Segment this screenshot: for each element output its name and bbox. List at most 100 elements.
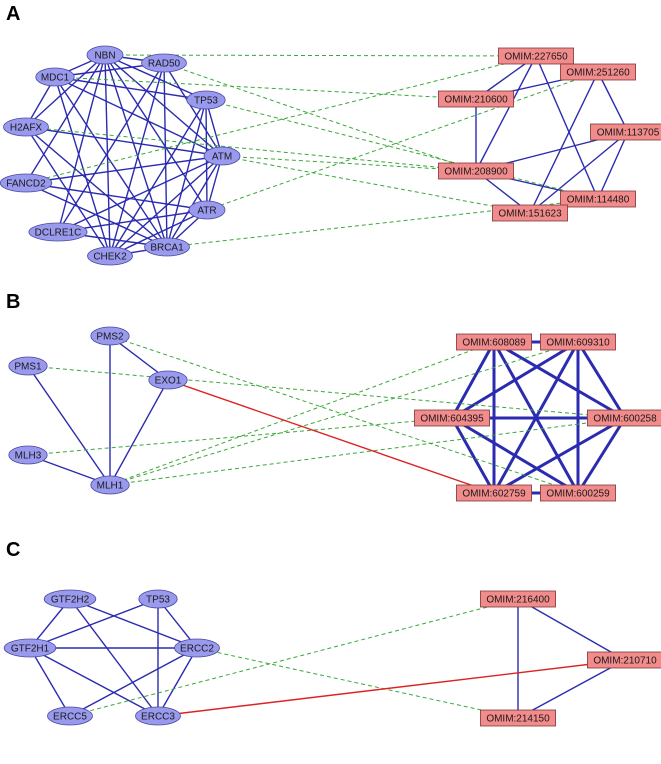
disease-node-omim-216400[interactable]: OMIM:216400 [480,590,556,608]
disease-node-omim-208900[interactable]: OMIM:208900 [438,162,514,180]
panel-labels: ABC [6,3,20,561]
gene-edge [25,126,223,157]
disease-node-label: OMIM:114480 [567,195,630,206]
gene-node-atm[interactable]: ATM [203,146,241,166]
gene-node-mdc1[interactable]: MDC1 [35,67,75,87]
gene-node-pms2[interactable]: PMS2 [90,326,130,346]
disease-node-label: OMIM:604395 [420,414,484,425]
disease-node-label: OMIM:210710 [593,656,657,667]
gene-node-label: TP53 [146,595,170,606]
gene-edge [25,54,106,184]
gene-edge [205,99,223,157]
gene-node-shape [138,589,178,609]
gene-node-shape [28,222,88,242]
gene-node-fancd2[interactable]: FANCD2 [0,173,53,193]
gene-node-label: EXO1 [155,376,182,387]
disease-node-label: OMIM:600259 [546,489,610,500]
gene-node-h2afx[interactable]: H2AFX [3,117,49,137]
gene-edge [25,54,106,128]
disease-edge [450,341,496,419]
disease-node-omim-210600[interactable]: OMIM:210600 [438,90,514,108]
gene-node-shape [47,706,93,726]
disease-edge [451,340,579,420]
gene-edge [163,62,223,157]
gene-node-shape [148,370,188,390]
gene-node-ercc5[interactable]: ERCC5 [47,706,93,726]
disease-edge [451,416,579,495]
gene-node-shape [90,475,130,495]
gene-node-gtf2h2[interactable]: GTF2H2 [43,589,97,609]
disease-node-label: OMIM:208900 [444,167,508,178]
disease-edge [529,71,599,214]
disease-node-shape [480,590,556,608]
gene-node-shape [144,237,190,257]
panel-label-b: B [6,291,20,313]
gene-disease-link-dashed [166,198,599,248]
gene-node-shape [141,53,187,73]
disease-node-label: OMIM:600258 [593,414,657,425]
disease-node-omim-609310[interactable]: OMIM:609310 [540,333,616,351]
gene-edge [57,155,223,233]
gene-edge [29,647,71,717]
gene-node-rad50[interactable]: RAD50 [141,53,187,73]
gene-disease-link-dashed [206,71,599,211]
gene-node-label: PMS1 [14,362,42,373]
disease-node-omim-151623[interactable]: OMIM:151623 [492,204,568,222]
disease-node-omim-604395[interactable]: OMIM:604395 [414,409,490,427]
gene-node-gtf2h1[interactable]: GTF2H1 [3,638,57,658]
disease-node-omim-602759[interactable]: OMIM:602759 [456,484,532,502]
disease-edge [517,598,626,661]
disease-node-omim-114480[interactable]: OMIM:114480 [560,190,636,208]
gene-node-mlh3[interactable]: MLH3 [8,445,48,465]
disease-node-omim-214150[interactable]: OMIM:214150 [480,709,556,727]
disease-edge [597,71,629,133]
gene-node-dclre1c[interactable]: DCLRE1C [28,222,88,242]
disease-node-label: OMIM:151623 [498,209,562,220]
disease-node-shape [587,651,661,669]
disease-edge [517,659,626,719]
disease-node-omim-227650[interactable]: OMIM:227650 [498,47,574,65]
gene-edge [29,598,159,649]
disease-node-shape [438,90,514,108]
gene-node-label: TP53 [194,96,218,107]
disease-edge [493,416,626,495]
gene-node-atr[interactable]: ATR [188,200,226,220]
gene-node-label: MLH3 [15,451,42,462]
gene-node-nbn[interactable]: NBN [86,45,124,65]
panel-label-c: C [6,539,20,561]
disease-node-omim-600258[interactable]: OMIM:600258 [587,409,661,427]
disease-node-omim-210710[interactable]: OMIM:210710 [587,651,661,669]
gene-node-exo1[interactable]: EXO1 [148,370,188,390]
gene-node-chek2[interactable]: CHEK2 [87,246,133,266]
disease-node-omim-251260[interactable]: OMIM:251260 [560,63,636,81]
disease-node-label: OMIM:609310 [546,338,610,349]
gene-node-shape [186,90,226,110]
gene-node-shape [87,246,133,266]
gene-node-mlh1[interactable]: MLH1 [90,475,130,495]
gene-node-shape [90,326,130,346]
gene-edge [109,155,223,257]
gene-edge [25,155,223,184]
gene-disease-link-dashed [205,99,599,200]
disease-node-shape [456,333,532,351]
disease-node-omim-600259[interactable]: OMIM:600259 [540,484,616,502]
gene-node-shape [43,589,97,609]
gene-node-ercc2[interactable]: ERCC2 [174,638,220,658]
gene-disease-link-dashed [104,54,537,57]
gene-node-tp53[interactable]: TP53 [186,90,226,110]
disease-node-omim-608089[interactable]: OMIM:608089 [456,333,532,351]
gene-edge [69,598,159,717]
gene-node-ercc3[interactable]: ERCC3 [135,706,181,726]
gene-node-pms1[interactable]: PMS1 [8,356,48,376]
disease-node-label: OMIM:251260 [566,68,630,79]
gene-node-shape [35,67,75,87]
gene-edge [25,182,208,211]
gene-node-brca1[interactable]: BRCA1 [144,237,190,257]
gene-node-tp53[interactable]: TP53 [138,589,178,609]
disease-node-label: OMIM:602759 [462,489,526,500]
gene-disease-link-dashed [109,335,579,494]
gene-edge [104,54,223,157]
disease-node-omim-113705[interactable]: OMIM:113705 [590,123,661,141]
disease-edge [576,417,627,494]
gene-disease-link-dashed [69,598,519,717]
